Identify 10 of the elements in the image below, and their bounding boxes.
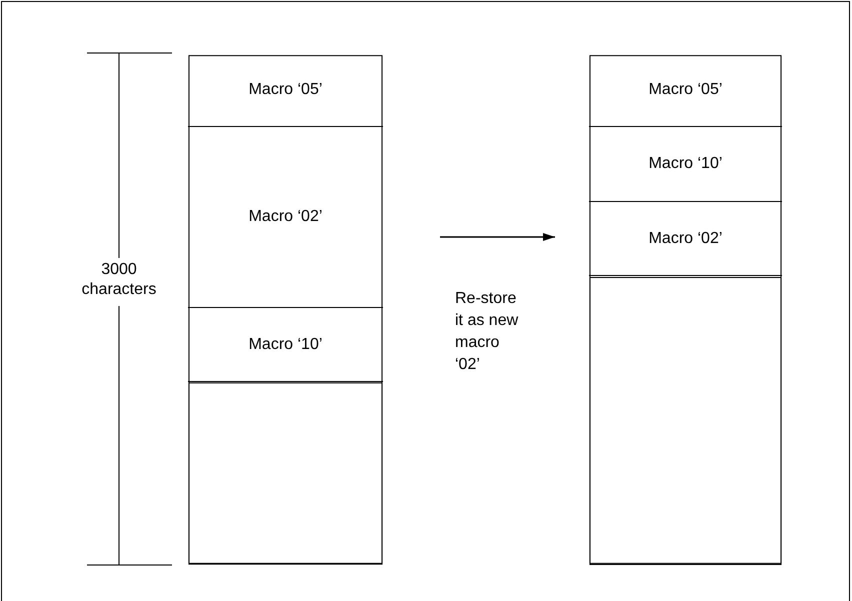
memory-column bbox=[188, 53, 383, 566]
empty-memory-area bbox=[188, 382, 383, 565]
memory-segment: Macro ‘02’ bbox=[589, 202, 782, 276]
memory-column bbox=[589, 53, 782, 566]
arrow bbox=[440, 233, 555, 241]
memory-segment: Macro ‘05’ bbox=[188, 53, 383, 127]
memory-segment: Macro ‘02’ bbox=[188, 127, 383, 308]
memory-segment: Macro ‘05’ bbox=[589, 53, 782, 127]
memory-segment: Macro ‘10’ bbox=[188, 308, 383, 382]
memory-segment: Macro ‘10’ bbox=[589, 127, 782, 202]
